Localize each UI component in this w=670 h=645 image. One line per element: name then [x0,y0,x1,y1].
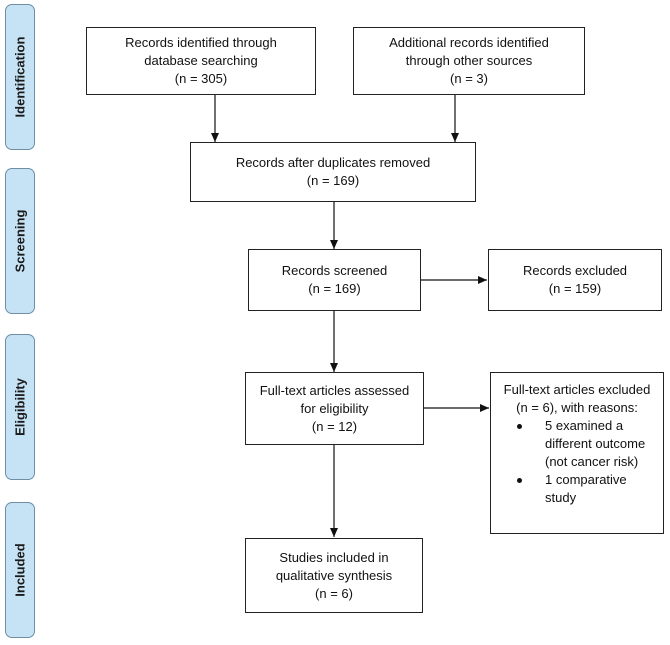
box-records-excluded: Records excluded (n = 159) [488,249,662,311]
reason-line: different outcome [545,436,646,451]
box-line: database searching [144,53,258,68]
box-line: (n = 305) [174,71,228,86]
box-line: Records excluded [522,263,628,278]
box-line: Records after duplicates removed [235,155,431,170]
box-line: Records screened [281,263,388,278]
box-line: (n = 3) [450,71,488,86]
box-line: Records identified through [125,35,277,50]
box-database-records: Records identified through database sear… [86,27,316,95]
exclusion-reason-item: 5 examined a different outcome (not canc… [516,417,646,471]
exclusion-reason-item: 1 comparative study [516,471,645,507]
box-records-screened: Records screened (n = 169) [248,249,421,311]
stage-included: Included [5,502,35,638]
box-line: Full-text articles excluded [503,382,651,397]
box-line: Studies included in [279,549,389,565]
box-line: (n = 159) [548,281,602,296]
reason-line: (not cancer risk) [545,454,639,469]
stage-screening: Screening [5,168,35,314]
box-line: qualitative synthesis [275,567,393,583]
reason-line: 1 comparative [545,472,627,487]
box-line: through other sources [405,53,533,68]
box-duplicates-removed: Records after duplicates removed (n = 16… [190,142,476,202]
box-line: Additional records identified [389,35,549,50]
box-line: for eligibility [300,400,369,416]
box-line: (n = 12) [311,418,358,434]
stage-eligibility: Eligibility [5,334,35,480]
box-line: (n = 169) [308,281,361,296]
reason-line: study [545,490,577,505]
box-line: Full-text articles assessed [259,382,410,398]
box-line: (n = 6) [315,585,353,601]
box-line: (n = 169) [306,173,360,188]
box-fulltext-assessed: Full-text articles assessed for eligibil… [245,372,424,445]
stage-identification: Identification [5,4,35,150]
box-fulltext-excluded: Full-text articles excluded (n = 6), wit… [490,372,664,534]
exclusion-reasons-list: 5 examined a different outcome (not canc… [491,417,645,507]
box-line: (n = 6), with reasons: [516,400,638,415]
box-studies-included: Studies included in qualitative synthesi… [245,538,423,613]
box-other-sources: Additional records identified through ot… [353,27,585,95]
reason-line: 5 examined a [545,418,624,433]
